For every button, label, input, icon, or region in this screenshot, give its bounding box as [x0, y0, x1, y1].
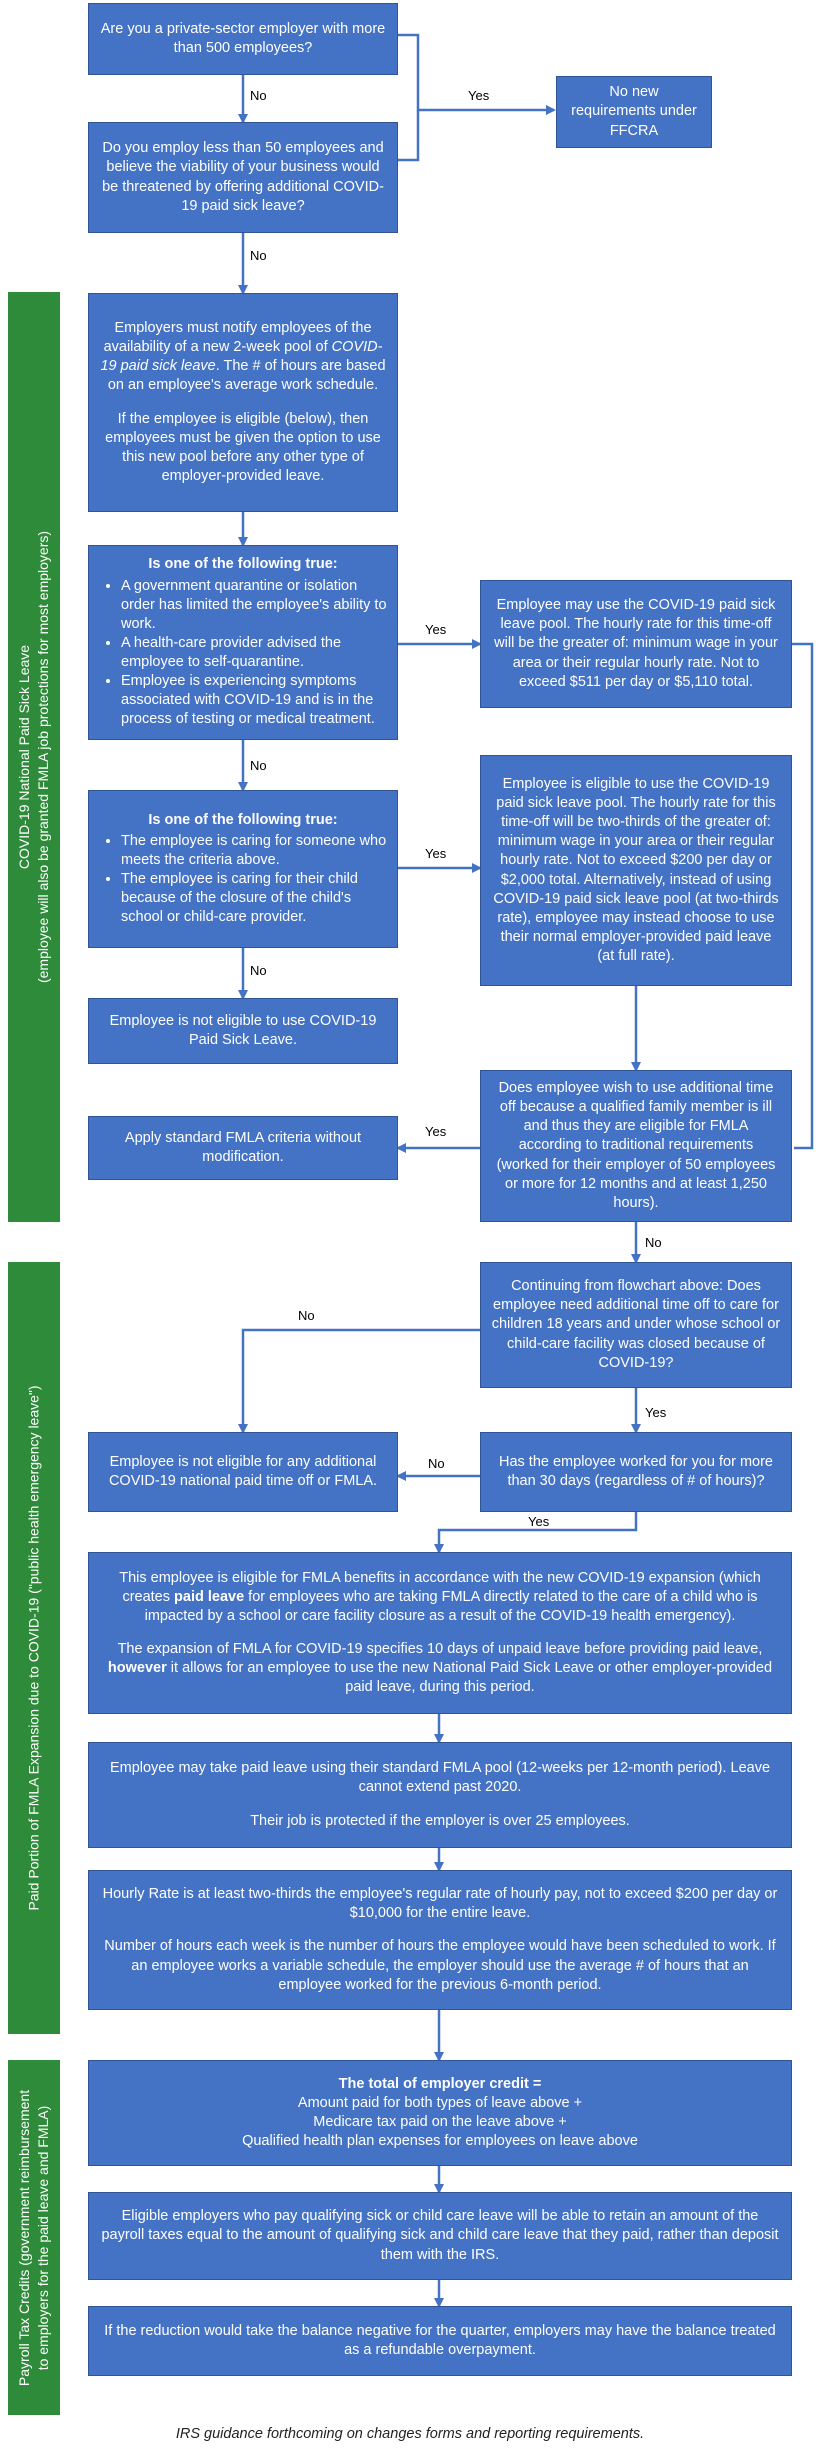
label-no-q5: No [645, 1235, 662, 1250]
question-child-care: Continuing from flowchart above: Does em… [480, 1262, 792, 1388]
employer-credit-box: The total of employer credit = Amount pa… [88, 2060, 792, 2166]
credit-line: Amount paid for both types of leave abov… [297, 2094, 583, 2111]
arrow-q1-yes [398, 33, 556, 115]
credit-title: The total of employer credit = [338, 2075, 542, 2092]
band-title: Payroll Tax Credits (government reimburs… [16, 2089, 33, 2386]
outcome-text: Employee may use the COVID-19 paid sick … [494, 597, 778, 690]
outcome-not-eligible-fmla: Employee is not eligible for any additio… [88, 1432, 398, 1512]
list-item: A health-care provider advised the emplo… [121, 634, 387, 672]
outcome-full-rate-sick-leave: Employee may use the COVID-19 paid sick … [480, 580, 792, 708]
fmla-expansion-paragraph: The expansion of FMLA for COVID-19 speci… [107, 1641, 773, 1696]
retain-taxes-box: Eligible employers who pay qualifying si… [88, 2192, 792, 2280]
fmla-eligibility-box: This employee is eligible for FMLA benef… [88, 1552, 792, 1714]
hourly-rate-box: Hourly Rate is at least two-thirds the e… [88, 1870, 792, 2010]
question-text: Has the employee worked for you for more… [498, 1453, 773, 1489]
band-title: COVID-19 National Paid Sick Leave [16, 644, 33, 870]
arrow-q7-yes [434, 1512, 638, 1554]
question-text: Are you a private-sector employer with m… [100, 20, 386, 56]
label-no-q7: No [428, 1456, 445, 1471]
notify-eligibility-paragraph: If the employee is eligible (below), the… [105, 410, 381, 484]
notify-employees-box: Employers must notify employees of the a… [88, 293, 398, 512]
hourly-rate-paragraph: Hourly Rate is at least two-thirds the e… [102, 1886, 778, 1922]
criteria-list: The employee is caring for someone who m… [99, 832, 387, 928]
footer-note: IRS guidance forthcoming on changes form… [175, 2426, 645, 2442]
question-text: Does employee wish to use additional tim… [496, 1080, 776, 1211]
outcome-text: Apply standard FMLA criteria without mod… [124, 1129, 362, 1165]
label-no-q3: No [250, 758, 267, 773]
label-yes-q3: Yes [425, 622, 447, 637]
paid-leave-box: Employee may take paid leave using their… [88, 1742, 792, 1848]
paid-leave-paragraph: Employee may take paid leave using their… [109, 1760, 771, 1796]
question-30-days: Has the employee worked for you for more… [480, 1432, 792, 1512]
label-yes-q7: Yes [528, 1514, 550, 1529]
question-caregiver-criteria: Is one of the following true: The employ… [88, 790, 398, 948]
arrow-q6-no [238, 1328, 480, 1434]
outcome-two-thirds-sick-leave: Employee is eligible to use the COVID-19… [480, 755, 792, 986]
label-yes-q6: Yes [645, 1405, 667, 1420]
label-no-q4: No [250, 963, 267, 978]
question-large-employer: Are you a private-sector employer with m… [88, 3, 398, 75]
refund-text: If the reduction would take the balance … [104, 2322, 776, 2358]
outcome-no-requirements: No new requirements under FFCRA [556, 76, 712, 148]
section-band-fmla-expansion: Paid Portion of FMLA Expansion due to CO… [8, 1262, 60, 2034]
outcome-standard-fmla: Apply standard FMLA criteria without mod… [88, 1116, 398, 1180]
job-protection-paragraph: Their job is protected if the employer i… [250, 1812, 630, 1829]
question-text: Continuing from flowchart above: Does em… [491, 1278, 781, 1371]
outcome-text: Employee is eligible to use the COVID-19… [493, 775, 779, 964]
notify-paragraph: Employers must notify employees of the a… [100, 320, 386, 394]
label-no-q1: No [250, 88, 267, 103]
outcome-not-eligible-sick-leave: Employee is not eligible to use COVID-19… [88, 998, 398, 1064]
question-title: Is one of the following true: [148, 556, 338, 573]
credit-line: Medicare tax paid on the leave above + [313, 2114, 567, 2130]
arrow-a3-q5 [792, 642, 814, 1150]
list-item: The employee is caring for someone who m… [121, 832, 387, 870]
outcome-text: Employee is not eligible for any additio… [108, 1453, 378, 1489]
question-small-employer: Do you employ less than 50 employees and… [88, 122, 398, 233]
label-yes-q5: Yes [425, 1124, 447, 1139]
question-text: Do you employ less than 50 employees and… [102, 140, 384, 214]
credit-line: Qualified health plan expenses for emplo… [242, 2133, 638, 2150]
label-no-q2: No [250, 248, 267, 263]
band-subtitle: to employers for the paid leave and FMLA… [35, 2105, 51, 2370]
retain-text: Eligible employers who pay qualifying si… [101, 2208, 779, 2263]
question-title: Is one of the following true: [148, 811, 338, 828]
label-no-q6: No [298, 1308, 315, 1323]
section-band-paid-sick-leave: COVID-19 National Paid Sick Leave (emplo… [8, 292, 60, 1222]
question-quarantine-criteria: Is one of the following true: A governme… [88, 545, 398, 740]
section-band-payroll-tax-credits: Payroll Tax Credits (government reimburs… [8, 2060, 60, 2415]
list-item: A government quarantine or isolation ord… [121, 577, 387, 634]
criteria-list: A government quarantine or isolation ord… [99, 577, 387, 730]
list-item: Employee is experiencing symptoms associ… [121, 672, 387, 729]
band-title: Paid Portion of FMLA Expansion due to CO… [25, 1385, 42, 1911]
arrow-q2-yes [398, 110, 420, 162]
hours-paragraph: Number of hours each week is the number … [104, 1938, 776, 1993]
question-family-fmla: Does employee wish to use additional tim… [480, 1070, 792, 1222]
outcome-text: No new requirements under FFCRA [571, 84, 697, 139]
outcome-text: Employee is not eligible to use COVID-19… [109, 1012, 377, 1048]
fmla-eligibility-paragraph: This employee is eligible for FMLA benef… [119, 1569, 761, 1624]
refundable-overpayment-box: If the reduction would take the balance … [88, 2306, 792, 2376]
band-subtitle: (employee will also be granted FMLA job … [35, 530, 51, 984]
label-yes-q4: Yes [425, 846, 447, 861]
list-item: The employee is caring for their child b… [121, 870, 387, 927]
label-yes-q1: Yes [468, 88, 490, 103]
